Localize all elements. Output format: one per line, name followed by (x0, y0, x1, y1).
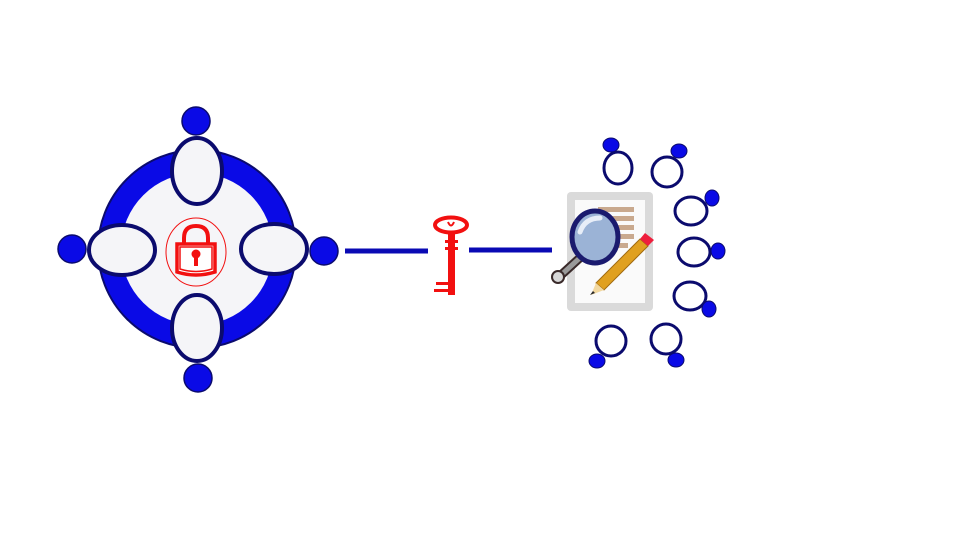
satellite-dot (701, 300, 717, 318)
padlock-icon (165, 217, 227, 287)
satellite-ring (673, 195, 709, 227)
satellite-ring (672, 280, 708, 312)
satellite-dot (704, 189, 720, 207)
hub-satellite-left (87, 223, 157, 277)
pencil-icon (590, 233, 654, 295)
secure-hub-node (57, 106, 339, 393)
satellite-ring (676, 236, 712, 268)
hub-satellite-bottom (170, 293, 224, 363)
hub-dot-left (57, 234, 87, 264)
hub-dot-right (309, 236, 339, 266)
satellite-dot (670, 143, 688, 159)
key-icon (433, 215, 469, 295)
satellite-dot (602, 137, 620, 153)
satellite-dot (667, 352, 685, 368)
satellite-ring (594, 324, 628, 358)
hub-satellite-top (170, 136, 224, 206)
hub-satellite-right (239, 222, 309, 276)
document-search-edit-icon (551, 192, 654, 311)
review-satellites (588, 137, 726, 369)
magnifier-icon (551, 208, 621, 284)
satellite-ring (602, 150, 634, 186)
satellite-dot (588, 353, 606, 369)
review-node (551, 137, 726, 369)
satellite-ring (650, 155, 684, 189)
satellite-dot (710, 242, 726, 260)
hub-dot-top (181, 106, 211, 136)
satellite-ring (649, 322, 683, 356)
hub-dot-bottom (183, 363, 213, 393)
key-connector (345, 215, 552, 295)
